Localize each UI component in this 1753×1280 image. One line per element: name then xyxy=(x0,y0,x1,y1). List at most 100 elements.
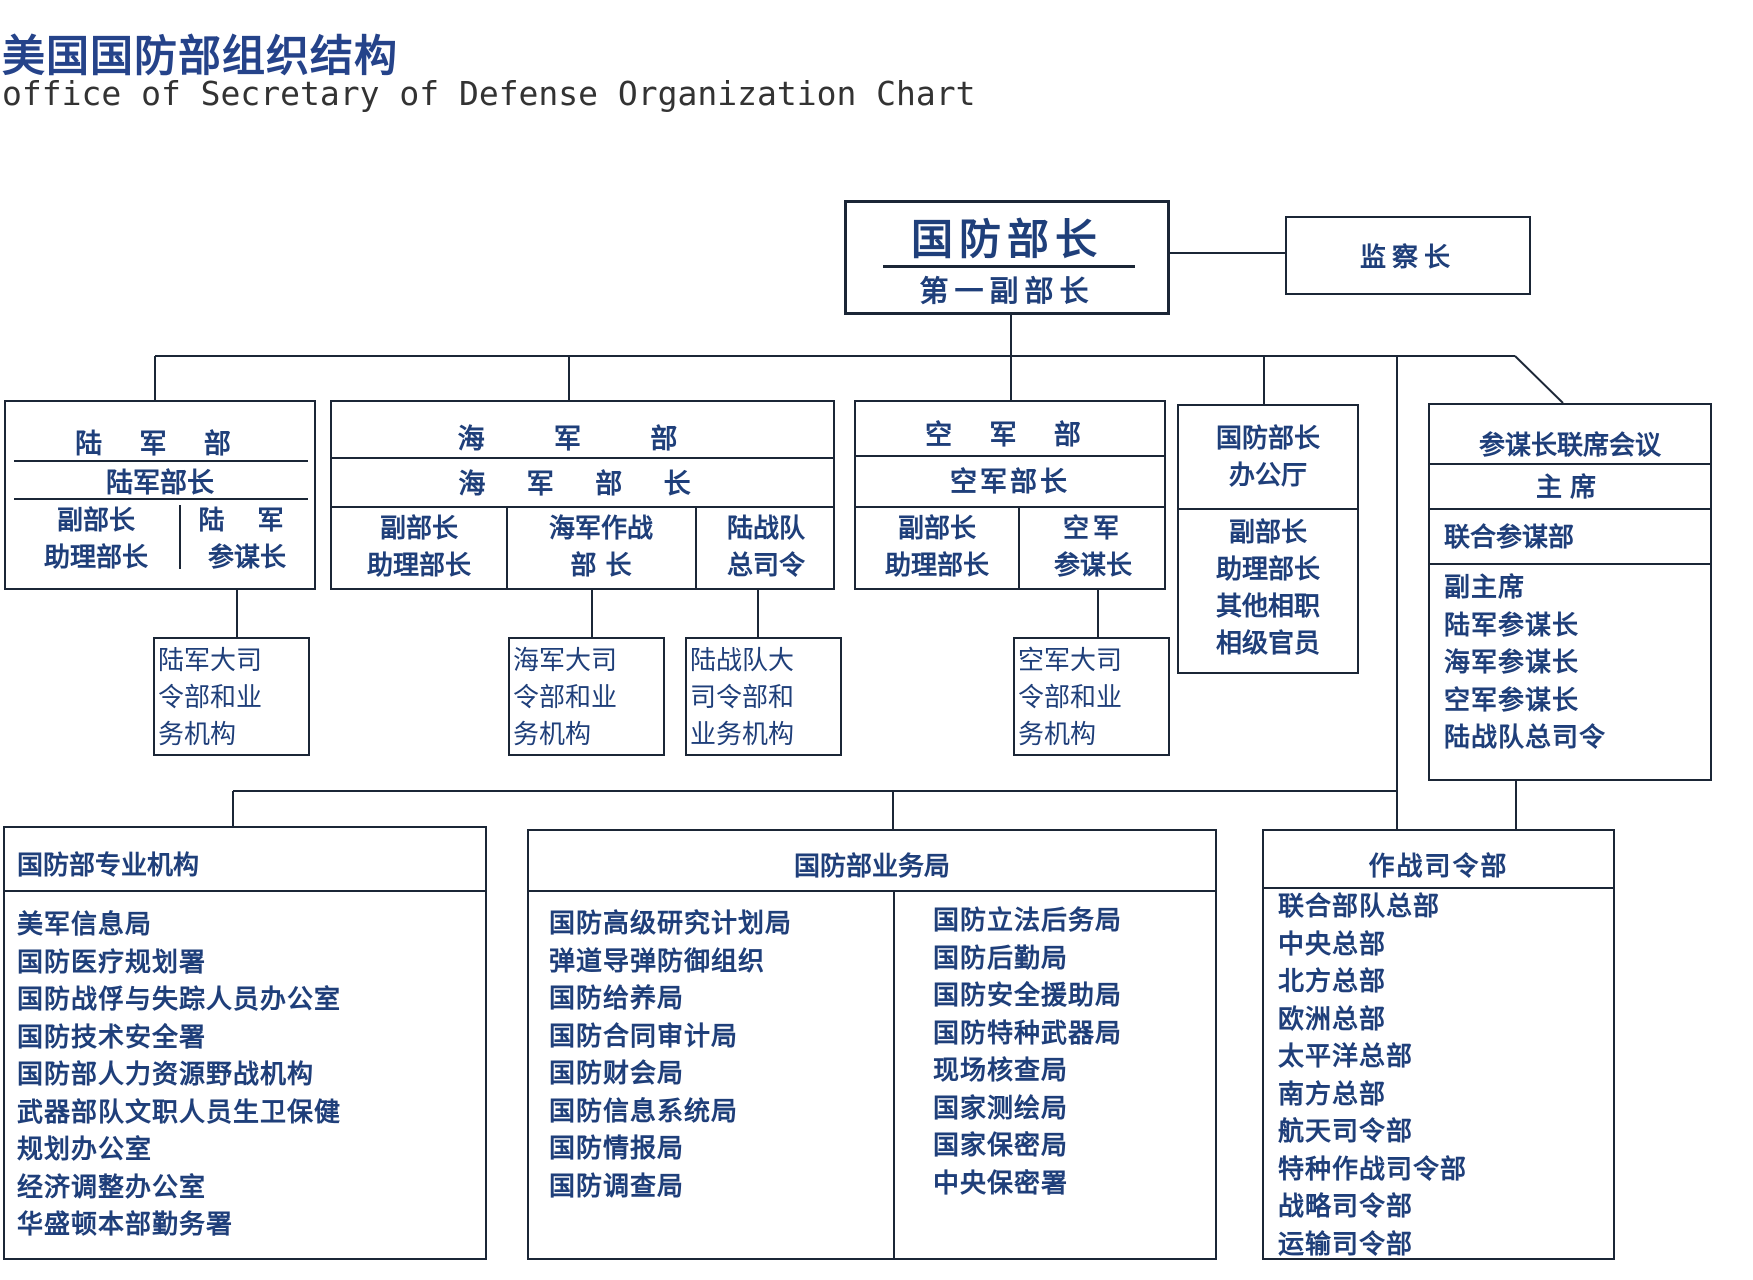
field-header: 国防部业务局 xyxy=(793,851,950,882)
field-item: 国防财会局 xyxy=(549,1059,685,1089)
command-item: 中央总部 xyxy=(1278,929,1387,960)
secdef-office-header-1: 国防部长 xyxy=(1215,424,1320,454)
jcs-box: 参谋长联席会议 主席 联合参谋部 副主席 陆军参谋长 海军参谋长 空军参谋长 陆… xyxy=(1428,403,1712,781)
navy-deputies: 副部长 助理部长 xyxy=(332,508,506,588)
agency-item: 国防战俘与失踪人员办公室 xyxy=(17,985,342,1015)
field-item: 国防合同审计局 xyxy=(549,1021,739,1052)
navy-sub1-text: 海军大司 令部和业 务机构 xyxy=(513,643,617,754)
commands-list: 联合部队总部 中央总部 北方总部 欧洲总部 太平洋总部 南方总部 航天司令部 特… xyxy=(1278,889,1467,1264)
navy-sub1-box: 海军大司 令部和业 务机构 xyxy=(508,637,665,756)
jcs-member: 陆战队总司令 xyxy=(1444,723,1607,753)
command-item: 运输司令部 xyxy=(1278,1229,1414,1260)
agency-item: 美军信息局 xyxy=(17,910,153,940)
jcs-members: 副主席 陆军参谋长 海军参谋长 空军参谋长 陆战队总司令 xyxy=(1444,570,1606,758)
jcs-chair: 主席 xyxy=(1535,472,1604,503)
field-item: 国防安全援助局 xyxy=(933,981,1123,1011)
navy-sub1-1: 海军大司 xyxy=(513,646,618,676)
army-sub-3: 务机构 xyxy=(158,720,237,750)
field-list-right: 国防立法后务局 国防后勤局 国防安全援助局 国防特种武器局 现场核查局 国家测绘… xyxy=(933,903,1122,1203)
field-item: 国防调查局 xyxy=(549,1171,685,1202)
navy-divider-1 xyxy=(332,457,833,459)
airforce-left-2: 助理部长 xyxy=(884,551,989,581)
airforce-sub-3: 务机构 xyxy=(1018,720,1097,750)
command-item: 北方总部 xyxy=(1278,967,1387,997)
airforce-left-1: 副部长 xyxy=(897,514,976,544)
field-item: 国防信息系统局 xyxy=(549,1096,739,1127)
connector-jcs xyxy=(1514,355,1564,404)
command-item: 特种作战司令部 xyxy=(1278,1154,1468,1185)
commands-header: 作战司令部 xyxy=(1368,851,1509,882)
army-left-1: 副部长 xyxy=(56,506,135,536)
inspector-title: 监察长 xyxy=(1359,243,1456,273)
airforce-header: 空 军 部 xyxy=(925,419,1095,451)
secdef-office-divider xyxy=(1179,508,1357,510)
airforce-deputies: 副部长 助理部长 xyxy=(856,508,1018,588)
agency-item: 武器部队文职人员生卫保健 xyxy=(17,1097,342,1128)
airforce-right-1: 空军 xyxy=(1062,514,1123,544)
navy-divider-v1 xyxy=(506,506,508,590)
airforce-right-2: 参谋长 xyxy=(1053,551,1132,581)
field-box: 国防部业务局 国防高级研究计划局 弹道导弹防御组织 国防给养局 国防合同审计局 … xyxy=(527,829,1217,1260)
jcs-member: 海军参谋长 xyxy=(1444,648,1580,678)
secretary-divider xyxy=(883,265,1135,268)
army-sub-text: 陆军大司 令部和业 务机构 xyxy=(158,643,262,754)
navy-col2-2: 部 长 xyxy=(570,551,632,581)
airforce-sub-box: 空军大司 令部和业 务机构 xyxy=(1013,637,1170,756)
field-item: 国家保密局 xyxy=(933,1131,1069,1161)
jcs-header: 参谋长联席会议 xyxy=(1478,430,1661,461)
navy-sub2-3: 业务机构 xyxy=(690,720,795,750)
agency-item: 国防部人力资源野战机构 xyxy=(17,1060,315,1090)
agencies-divider xyxy=(5,890,485,892)
secdef-office-items: 副部长 助理部长 其他相职 相级官员 xyxy=(1179,510,1357,668)
navy-sub1-3: 务机构 xyxy=(513,720,592,750)
navy-cno: 海军作战 部 长 xyxy=(508,508,694,588)
navy-sub2-text: 陆战队大 司令部和 业务机构 xyxy=(690,643,794,754)
airforce-head: 空军部长 xyxy=(950,467,1070,498)
field-divider-v xyxy=(893,890,895,1260)
jcs-member: 副主席 xyxy=(1444,573,1526,603)
navy-box: 海 军 部 海 军 部 长 副部长 助理部长 海军作战 部 长 陆战队 总司令 xyxy=(330,400,835,590)
navy-col1-2: 助理部长 xyxy=(366,551,471,581)
army-divider-v xyxy=(179,505,181,569)
chart-subtitle: office of Secretary of Defense Organizat… xyxy=(2,74,976,113)
navy-col3-2: 总司令 xyxy=(726,551,805,581)
chart-title: 美国国防部组织结构 xyxy=(2,32,398,82)
airforce-divider-v xyxy=(1018,506,1020,590)
army-left-2: 助理部长 xyxy=(43,543,148,573)
agencies-header: 国防部专业机构 xyxy=(17,850,200,881)
field-item: 国防特种武器局 xyxy=(933,1018,1123,1049)
agency-item: 华盛顿本部勤务署 xyxy=(17,1210,234,1240)
jcs-divider-1 xyxy=(1430,463,1710,465)
command-item: 联合部队总部 xyxy=(1278,892,1441,922)
navy-marines: 陆战队 总司令 xyxy=(697,508,835,588)
army-divider-1 xyxy=(14,460,308,462)
secdef-office-header: 国防部长 办公厅 xyxy=(1179,408,1357,508)
navy-col3-1: 陆战队 xyxy=(726,514,805,544)
army-chief: 陆 军 参谋长 xyxy=(182,502,312,578)
command-item: 南方总部 xyxy=(1278,1079,1387,1110)
navy-col2-1: 海军作战 xyxy=(548,514,653,544)
field-item: 国防后勤局 xyxy=(933,943,1069,974)
army-right-2: 参谋长 xyxy=(207,543,286,573)
airforce-sub-1: 空军大司 xyxy=(1018,646,1123,676)
army-box: 陆 军 部 陆军部长 副部长 助理部长 陆 军 参谋长 xyxy=(4,400,316,590)
secdef-office-item-3: 其他相职 xyxy=(1215,592,1320,622)
navy-sub2-box: 陆战队大 司令部和 业务机构 xyxy=(685,637,842,756)
jcs-divider-2 xyxy=(1430,508,1710,510)
navy-divider-v2 xyxy=(695,506,697,590)
agency-item: 国防技术安全署 xyxy=(17,1022,207,1053)
navy-sub2-1: 陆战队大 xyxy=(690,646,795,676)
field-list-left: 国防高级研究计划局 弹道导弹防御组织 国防给养局 国防合同审计局 国防财会局 国… xyxy=(549,906,792,1206)
airforce-sub-2: 令部和业 xyxy=(1018,683,1123,713)
agency-item: 规划办公室 xyxy=(17,1135,153,1165)
army-head: 陆军部长 xyxy=(106,467,214,499)
airforce-box: 空 军 部 空军部长 副部长 助理部长 空军 参谋长 xyxy=(854,400,1166,590)
command-item: 战略司令部 xyxy=(1278,1192,1414,1222)
secretary-title: 国防部长 xyxy=(910,214,1103,264)
agencies-list: 美军信息局 国防医疗规划署 国防战俘与失踪人员办公室 国防技术安全署 国防部人力… xyxy=(17,907,341,1245)
field-item: 国防高级研究计划局 xyxy=(549,909,793,939)
field-item: 中央保密署 xyxy=(933,1168,1069,1199)
jcs-divider-3 xyxy=(1430,563,1710,565)
secdef-office-item-4: 相级官员 xyxy=(1215,629,1320,659)
